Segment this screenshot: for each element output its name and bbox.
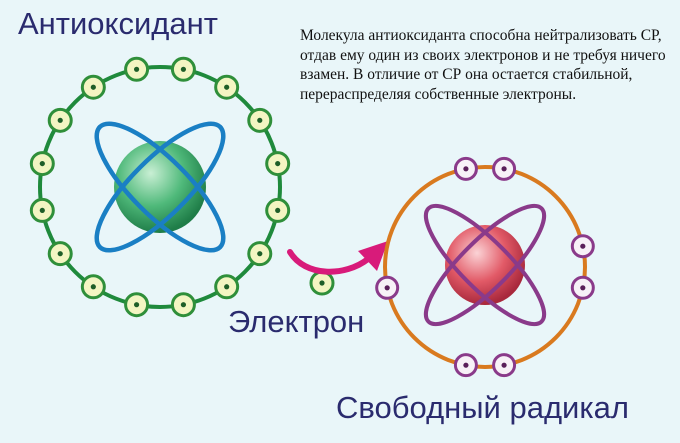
antioxidant-title: Антиоксидант — [18, 6, 218, 41]
antioxidant-molecule — [29, 56, 291, 318]
transfer-arrow — [287, 241, 388, 275]
radical-inner-orbit-2 — [423, 203, 547, 327]
radical-electron — [492, 353, 517, 378]
description-text: Молекула антиоксиданта способна нейтрали… — [300, 27, 666, 103]
antioxidant-electron — [29, 151, 55, 177]
antioxidant-electron — [80, 274, 106, 300]
antioxidant-electron — [47, 107, 73, 133]
antioxidant-electron — [47, 241, 73, 267]
radical-electron — [570, 275, 595, 300]
antioxidant-electron — [265, 197, 291, 223]
antioxidant-electron — [170, 292, 196, 318]
antioxidant-electron — [247, 241, 273, 267]
antioxidant-electron — [29, 197, 55, 223]
radical-nucleus — [445, 225, 525, 305]
antioxidant-inner-orbit-1 — [94, 121, 226, 253]
antioxidant-electron — [247, 107, 273, 133]
free-electron — [309, 270, 335, 296]
antioxidant-electron — [214, 74, 240, 100]
antioxidant-electron — [214, 274, 240, 300]
antioxidant-electrons — [29, 56, 291, 318]
antioxidant-orbit — [38, 65, 282, 309]
radical-orbit — [383, 165, 587, 369]
antioxidant-inner-orbit-2 — [94, 121, 226, 253]
radical-inner-orbit-1 — [423, 203, 547, 327]
radical-electron — [375, 275, 400, 300]
free-radical-molecule — [375, 156, 595, 378]
radical-electrons — [375, 156, 595, 378]
antioxidant-electron — [124, 56, 150, 82]
antioxidant-electron — [265, 151, 291, 177]
antioxidant-electron — [170, 56, 196, 82]
radical-electron — [492, 156, 517, 181]
radical-electron — [570, 234, 595, 259]
antioxidant-nucleus — [114, 141, 206, 233]
free-radical-label: Свободный радикал — [336, 390, 629, 425]
electron-label: Электрон — [228, 304, 365, 339]
radical-electron — [453, 353, 478, 378]
radical-electron — [453, 156, 478, 181]
antioxidant-electron — [124, 292, 150, 318]
antioxidant-electron — [80, 74, 106, 100]
